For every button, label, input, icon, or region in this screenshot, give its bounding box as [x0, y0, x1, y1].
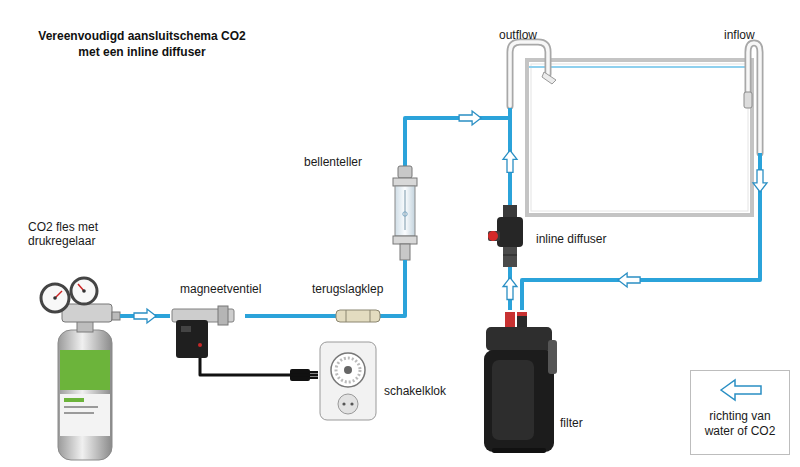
tube-line: [522, 153, 760, 310]
component-node: CO2 fles met drukregelaar: [25, 220, 120, 460]
flow-arrow: [459, 111, 481, 125]
tube-connector: [522, 153, 767, 310]
flow-arrow: [134, 309, 156, 323]
tube-connector: [405, 108, 510, 155]
check-valve: [308, 310, 398, 322]
component-node: terugslagklep: [308, 280, 398, 325]
component-label: CO2 fles met drukregelaar: [28, 220, 123, 248]
legend-box: richting van water of CO2: [690, 370, 790, 455]
aquarium-tank: [527, 60, 752, 215]
component-label: inline diffuser: [536, 232, 646, 246]
component-label: outflow: [499, 28, 569, 42]
tube-line: [398, 260, 405, 316]
legend-arrow-sample: [691, 377, 789, 403]
tube-connector: [245, 316, 308, 317]
flow-arrow: [503, 278, 517, 300]
bubble-counter: [393, 155, 417, 260]
co2-cylinder: [41, 278, 120, 460]
component-node: inline diffuser: [486, 205, 616, 267]
component-node: schakelklok: [318, 338, 443, 423]
component-node: magneetventiel: [170, 280, 245, 358]
flow-arrow: [503, 150, 517, 172]
legend-arrow: [721, 380, 761, 400]
solenoid-valve: [172, 306, 234, 358]
diagram-title: Vereenvoudigd aansluitschema CO2 met een…: [38, 28, 246, 60]
component-label: magneetventiel: [180, 282, 280, 296]
component-node: inflow: [720, 28, 775, 153]
flow-arrow: [753, 170, 767, 192]
tube-line: [245, 314, 308, 318]
component-label: inflow: [724, 28, 784, 42]
component-node: outflow: [495, 28, 555, 108]
legend-label: richting van water of CO2: [695, 409, 785, 439]
inflow-pipe: [744, 43, 760, 153]
tube-connector: [120, 309, 170, 323]
component-node: bellenteller: [300, 155, 420, 260]
component-label: schakelklok: [384, 384, 474, 398]
component-label: bellenteller: [304, 155, 394, 169]
tube-connector: [503, 267, 517, 310]
component-node: filter: [476, 310, 601, 455]
canister-filter: [484, 312, 557, 453]
tube-connector: [503, 108, 517, 205]
cable-line: [200, 358, 318, 375]
timer-switch: [320, 342, 376, 420]
tube-connector: [398, 260, 405, 316]
component-label: filter: [560, 416, 620, 430]
outflow-pipe: [510, 42, 556, 106]
diffuser-device: [488, 205, 523, 267]
power-cable: [200, 358, 318, 375]
component-label: terugslagklep: [312, 282, 412, 296]
flow-arrow: [618, 273, 640, 287]
tube-line: [405, 108, 510, 155]
